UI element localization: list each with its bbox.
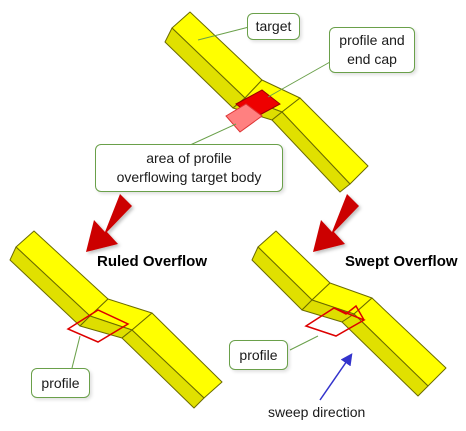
- target-label: target: [255, 18, 292, 34]
- sweep-direction-arrow: [319, 353, 353, 401]
- ruled-arrow: [86, 194, 132, 252]
- ruled-profile-pointer: [71, 335, 81, 369]
- swept-arrow: [313, 194, 359, 252]
- end-cap-pointer: [267, 61, 331, 98]
- ruled-body: [9, 230, 223, 409]
- swept-profile-pointer: [289, 335, 319, 351]
- profile-end-cap-line1: profile and: [339, 32, 405, 48]
- swept-overflow-heading: Swept Overflow: [345, 253, 458, 270]
- swept-profile-callout: profile: [229, 340, 288, 370]
- overflow-area-line1: area of profile: [146, 150, 232, 166]
- ruled-profile-callout: profile: [31, 368, 90, 398]
- ruled-profile: [66, 309, 130, 343]
- sweep-direction-label: sweep direction: [268, 404, 366, 420]
- overflow-area-line2: overflowing target body: [116, 169, 262, 185]
- swept-body: [251, 230, 447, 397]
- target-pointer: [197, 26, 250, 41]
- overflow-pointer: [187, 123, 237, 147]
- ruled-profile-label: profile: [41, 375, 80, 391]
- target-callout: target: [247, 13, 300, 40]
- ruled-overflow-heading: Ruled Overflow: [97, 253, 208, 270]
- swept-profile-label: profile: [239, 347, 278, 363]
- top-right-wing-front: [271, 111, 351, 193]
- profile-end-cap-callout: profile and end cap: [329, 27, 415, 73]
- top-target-body: [164, 11, 369, 193]
- profile-end-cap-line2: end cap: [347, 51, 397, 67]
- swept-cut-path: [333, 304, 365, 321]
- overflow-area-callout: area of profile overflowing target body: [95, 144, 283, 192]
